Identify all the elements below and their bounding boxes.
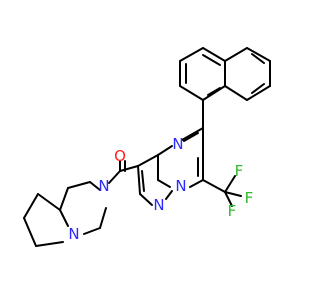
bond xyxy=(23,217,37,247)
nitrogen-label-amide: N xyxy=(98,177,109,195)
bond xyxy=(224,47,248,62)
bond xyxy=(119,165,139,172)
bond xyxy=(202,85,226,101)
bond xyxy=(202,54,221,66)
bond xyxy=(202,47,226,62)
bond-lines xyxy=(23,47,271,247)
bond xyxy=(246,47,271,62)
nitrogen-label-ring: N xyxy=(68,225,79,243)
oxygen-label: O xyxy=(114,147,126,165)
bond xyxy=(35,241,64,247)
bond xyxy=(179,47,204,62)
bond xyxy=(207,87,221,96)
bond xyxy=(137,154,159,167)
bond xyxy=(224,85,248,101)
bond xyxy=(202,179,226,193)
bond xyxy=(137,165,141,195)
nitrogen-label-bridge: N xyxy=(175,177,186,195)
molecule-structure: N N N N N O F F F xyxy=(23,47,271,247)
bond xyxy=(23,193,39,219)
nitrogen-label-pyrimidine: N xyxy=(172,135,183,153)
nitrogen-label-pyrazole: N xyxy=(153,196,164,214)
bond xyxy=(157,145,173,156)
bond xyxy=(83,227,101,235)
bond xyxy=(108,170,121,184)
fluorine-label-mid: F xyxy=(245,189,254,207)
bond xyxy=(179,85,204,101)
bond xyxy=(67,181,91,189)
bond xyxy=(224,191,242,197)
bond xyxy=(99,207,107,229)
bond xyxy=(59,209,69,227)
bond xyxy=(251,83,265,94)
bond xyxy=(89,181,101,191)
atom-labels: N N N N N O F F F xyxy=(68,135,253,243)
bond xyxy=(37,193,61,211)
fluorine-label-top: F xyxy=(235,162,244,180)
bond xyxy=(59,187,69,211)
bond xyxy=(246,85,271,101)
bond xyxy=(183,132,199,142)
bond xyxy=(165,190,173,200)
bond xyxy=(141,170,145,192)
bond xyxy=(224,191,233,207)
bond xyxy=(189,179,204,188)
bond xyxy=(139,193,153,206)
fluorine-label-bottom: F xyxy=(228,202,237,220)
bond xyxy=(224,175,236,193)
bond xyxy=(251,53,265,64)
bond xyxy=(157,179,171,188)
bond xyxy=(181,127,204,141)
